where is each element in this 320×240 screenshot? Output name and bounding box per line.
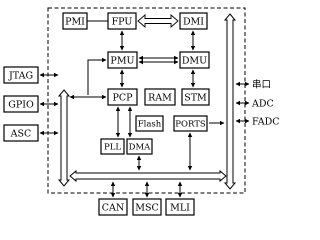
left-bus xyxy=(57,89,71,187)
pll-label: PLL xyxy=(104,143,121,153)
msc-label: MSC xyxy=(135,203,159,214)
adc-label: ADC xyxy=(251,99,274,110)
can-interface: CAN xyxy=(98,198,128,216)
ports-label: PORTS xyxy=(175,120,206,130)
gpio-label: GPIO xyxy=(8,100,34,111)
jtag-interface: JTAG xyxy=(3,66,39,84)
fpu-block: FPU xyxy=(107,12,137,30)
uart-label: 串口 xyxy=(252,80,271,91)
right-bus xyxy=(223,13,237,190)
dmu-block: DMU xyxy=(179,51,210,69)
bottom-bus xyxy=(69,169,227,183)
ram-label: RAM xyxy=(148,93,172,104)
pll-block: PLL xyxy=(100,138,125,155)
asc-label: ASC xyxy=(10,129,32,140)
can-label: CAN xyxy=(102,203,124,214)
pmu-block: PMU xyxy=(107,51,138,69)
jtag-label: JTAG xyxy=(8,71,33,82)
flash-block: Flash xyxy=(135,115,164,132)
fpu-dmi-arrow xyxy=(137,14,179,28)
dmi-label: DMI xyxy=(183,17,204,28)
pmi-label: PMI xyxy=(65,17,85,28)
pmu-label: PMU xyxy=(110,56,134,67)
fadc-label: FADC xyxy=(252,117,280,128)
flash-label: Flash xyxy=(138,120,162,130)
dma-label: DMA xyxy=(129,143,152,153)
mli-interface: MLI xyxy=(165,198,195,216)
mli-label: MLI xyxy=(170,203,190,214)
dmi-block: DMI xyxy=(179,12,208,30)
chip-boundary xyxy=(47,7,246,194)
pcp-block: PCP xyxy=(107,88,138,106)
stm-block: STM xyxy=(181,88,210,106)
fpu-label: FPU xyxy=(112,17,133,28)
mcu-architecture-diagram: PMI FPU DMI PMU DMU PCP RAM STM xyxy=(3,7,280,216)
leftbus-pmu-link xyxy=(87,57,107,95)
msc-interface: MSC xyxy=(132,198,162,216)
asc-interface: ASC xyxy=(3,124,39,142)
dma-block: DMA xyxy=(126,138,153,155)
ram-block: RAM xyxy=(144,88,176,106)
stm-label: STM xyxy=(184,93,207,104)
dmu-label: DMU xyxy=(182,56,207,67)
ports-block: PORTS xyxy=(173,115,208,132)
gpio-interface: GPIO xyxy=(3,95,39,113)
pcp-label: PCP xyxy=(112,93,133,104)
pmi-block: PMI xyxy=(62,12,88,30)
